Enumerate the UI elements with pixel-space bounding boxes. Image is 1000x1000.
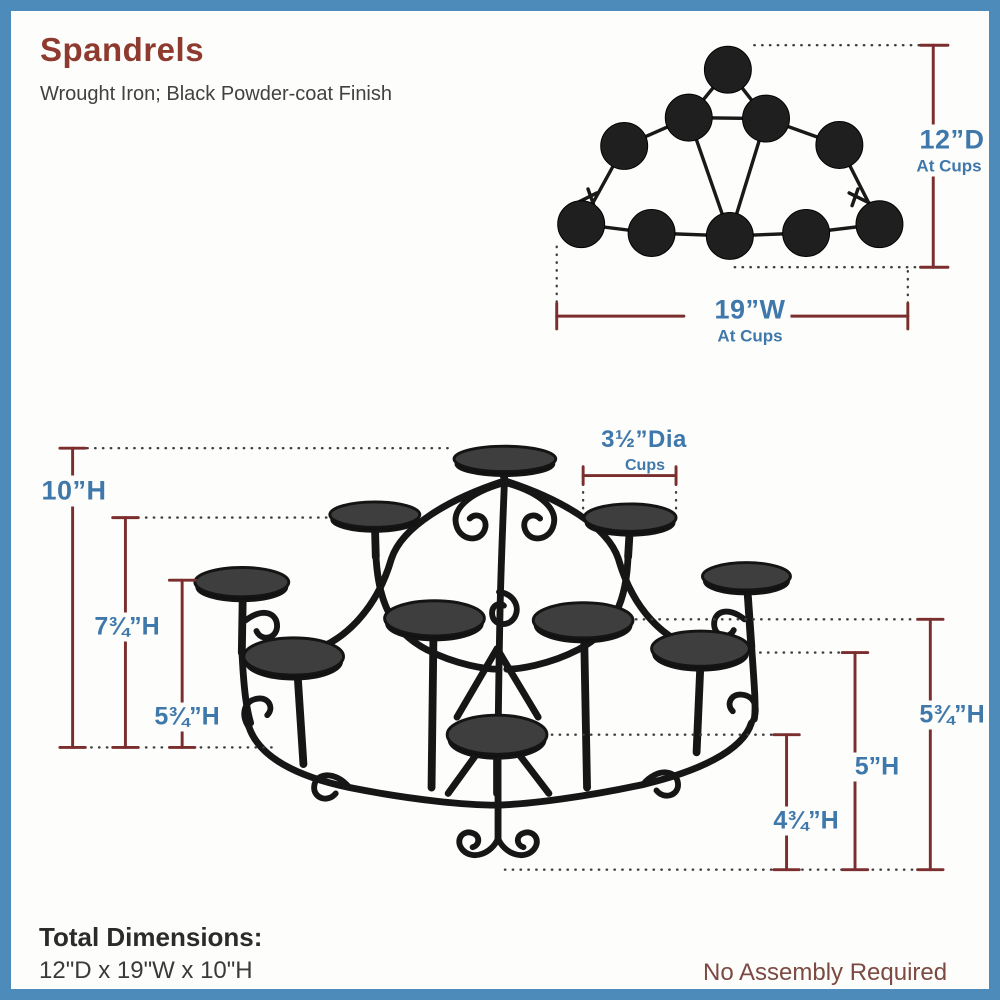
dim-label-right-mid-height: 5”H: [849, 752, 905, 782]
total-dimensions-value: 12"D x 19"W x 10"H: [39, 957, 253, 984]
dim-label-cup-diameter-sub: Cups: [625, 457, 665, 474]
cup-mid-right: [531, 601, 635, 644]
cup-far-right: [700, 561, 792, 596]
dim-label-tier2-height: 7¾”H: [89, 612, 165, 642]
top-view-width-sublabel: At Cups: [712, 325, 788, 347]
assembly-note: No Assembly Required: [703, 959, 948, 986]
dim-label-cup-diameter: 3½”Dia: [601, 426, 687, 453]
top-view-depth-sublabel: At Cups: [911, 155, 987, 177]
dim-label-tier3-height-left: 5¾”H: [149, 702, 225, 732]
cup-lower-left: [242, 636, 345, 681]
cup-bottom-center: [445, 713, 549, 760]
cup-top-center: [452, 444, 558, 478]
dim-label-right-outer-height: 5¾”H: [914, 700, 989, 730]
diagram-canvas: [58, 43, 950, 872]
cup-upper-right: [582, 502, 678, 537]
total-dimensions-heading: Total Dimensions:: [39, 922, 263, 952]
side-view-cups: [193, 444, 792, 760]
top-view-depth-label: 12”D: [914, 124, 989, 156]
top-view-dimension-lines: [555, 43, 950, 331]
dim-label-total-height: 10”H: [36, 475, 112, 507]
top-view-cups: [557, 45, 904, 260]
page-title: Spandrels: [40, 31, 205, 68]
cup-mid-left: [383, 599, 486, 642]
page-subtitle: Wrought Iron; Black Powder-coat Finish: [40, 83, 393, 105]
top-view-dotted-guides: [555, 44, 922, 306]
cup-far-left: [193, 566, 291, 603]
top-view-width-label: 19”W: [709, 294, 791, 326]
dim-label-right-inner-height: 4¾”H: [768, 806, 844, 836]
side-view-frame: [237, 458, 759, 858]
cup-lower-right: [650, 629, 751, 672]
cup-upper-left: [328, 500, 422, 533]
